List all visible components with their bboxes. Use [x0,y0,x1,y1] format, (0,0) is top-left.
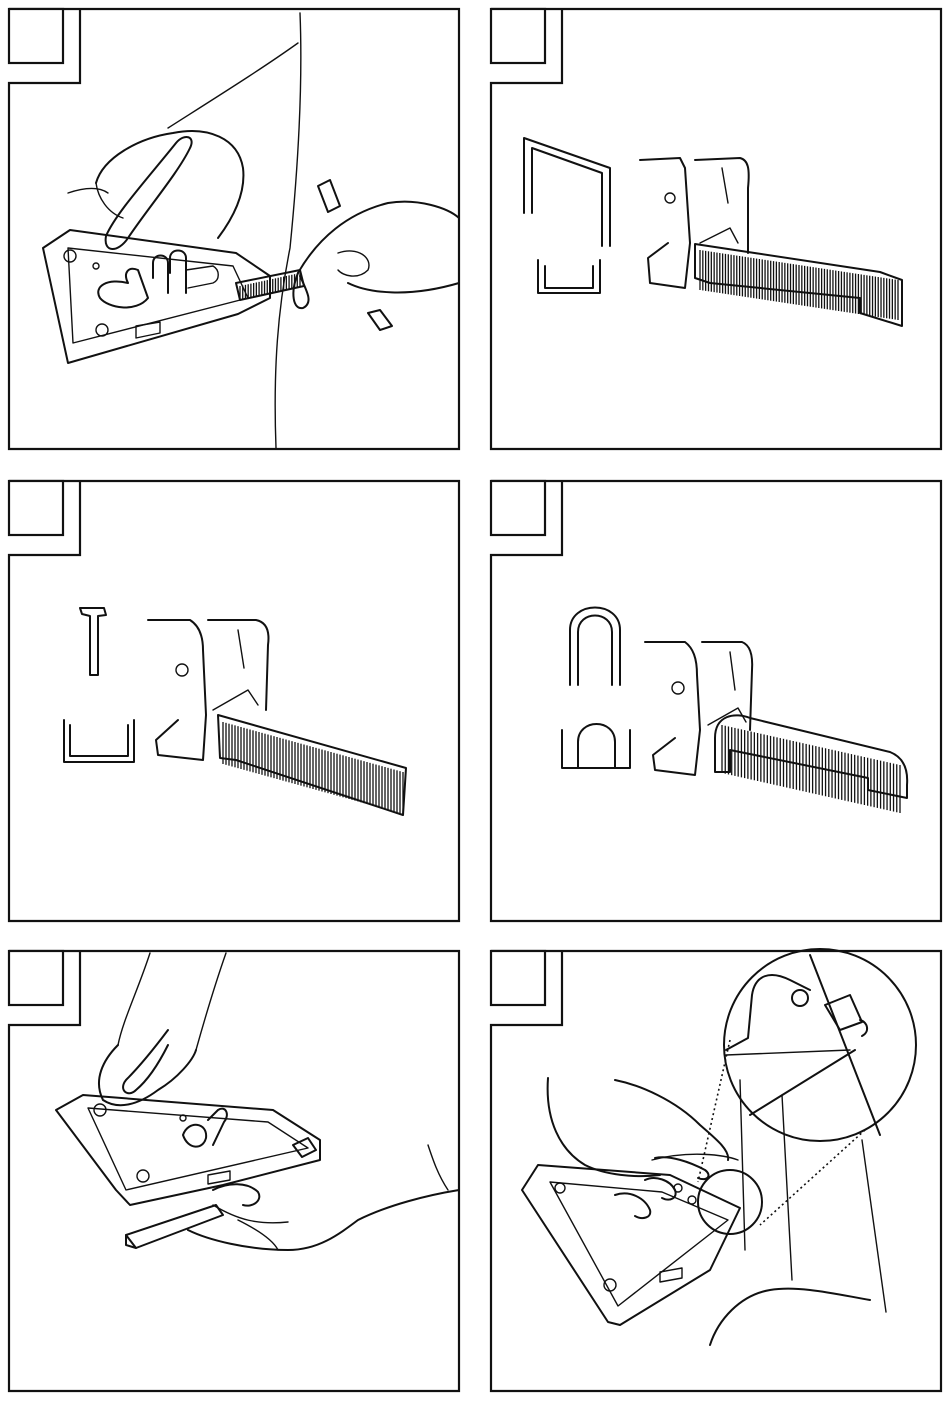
step-number-box [491,9,545,63]
panel-2-illustration [490,8,942,450]
panel-4 [490,480,942,922]
panel-5 [8,950,460,1392]
panel-5-illustration [8,950,460,1392]
panel-frame [9,951,459,1391]
step-number-box [491,481,545,535]
step-number-box [9,9,63,63]
panel-frame [491,9,941,449]
panel-4-illustration [490,480,942,922]
panel-frame [9,481,459,921]
panel-1-illustration [8,8,460,450]
panel-frame [9,9,459,449]
step-number-box [9,951,63,1005]
panel-2 [490,8,942,450]
panel-6 [490,950,942,1392]
panel-frame [491,951,941,1391]
panel-3 [8,480,460,922]
panel-frame [491,481,941,921]
panel-3-illustration [8,480,460,922]
step-number-box [491,951,545,1005]
step-number-box [9,481,63,535]
panel-6-illustration [490,950,942,1392]
panel-1 [8,8,460,450]
